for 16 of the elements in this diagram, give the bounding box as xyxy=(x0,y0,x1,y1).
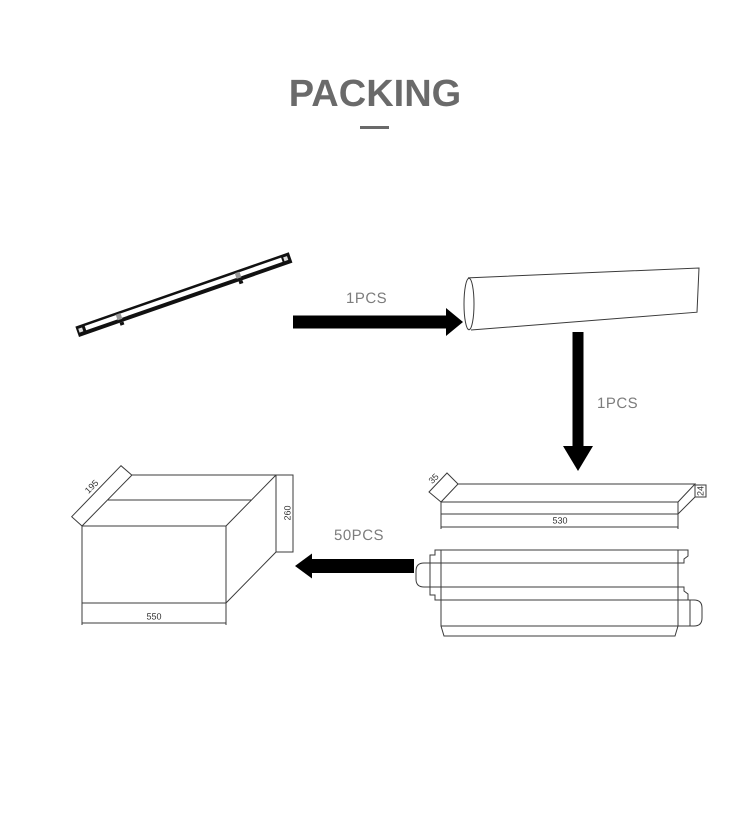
edge-label: 1PCS xyxy=(346,291,388,307)
arrow xyxy=(293,308,463,336)
inner-box-drawing xyxy=(414,471,708,638)
dimension-label: 260 xyxy=(283,505,292,521)
dimension-label: 24 xyxy=(696,486,706,496)
dimension-label: 530 xyxy=(552,516,568,526)
arrow xyxy=(295,554,414,578)
sleeve-tube xyxy=(463,266,700,332)
dimension-label: 550 xyxy=(146,612,162,622)
edge-label: 1PCS xyxy=(597,396,638,412)
carton-drawing xyxy=(70,464,295,627)
edge-label: 50PCS xyxy=(334,528,384,544)
arrow xyxy=(563,332,593,471)
title: PACKING xyxy=(288,72,462,116)
dimension-label: 195 xyxy=(84,478,100,496)
dimension-label: 35 xyxy=(427,472,441,486)
